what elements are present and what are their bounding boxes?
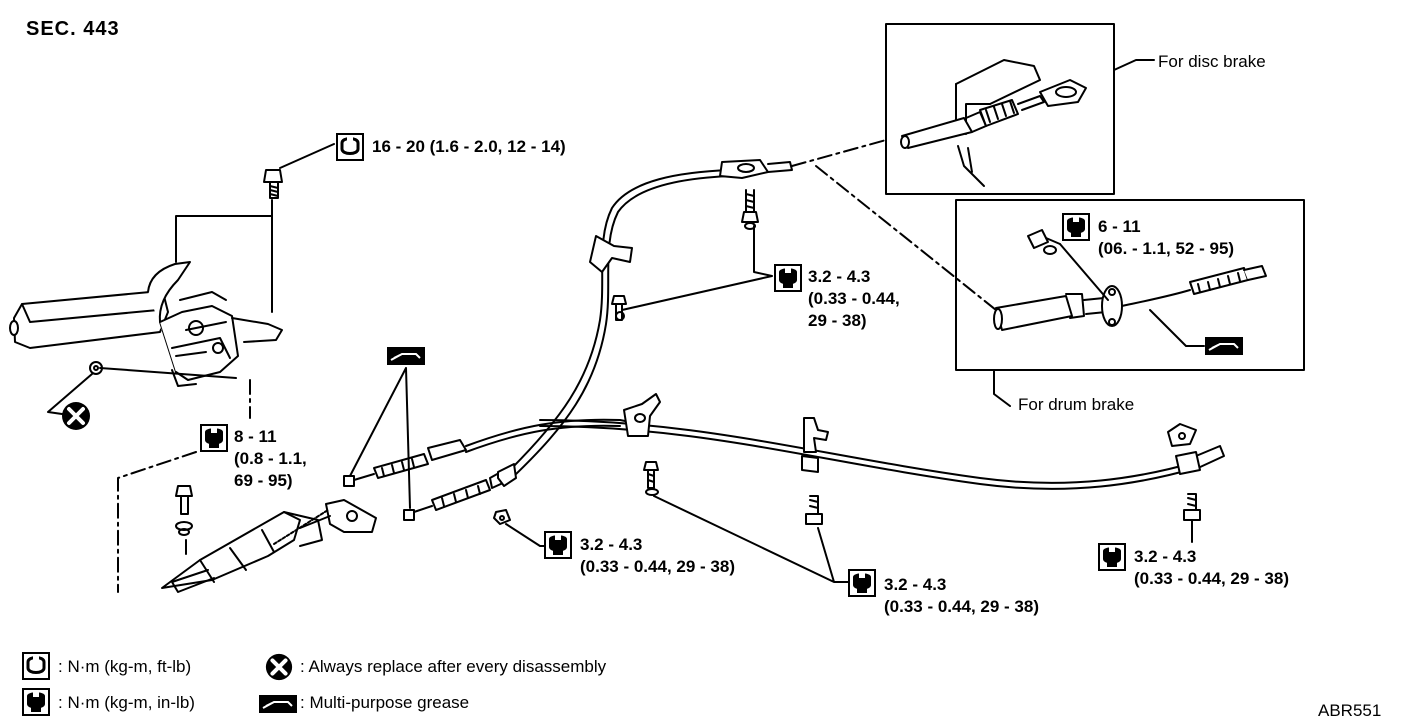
torque-nm-kgm-ftlb-icon — [336, 133, 364, 161]
torque-rear-clamp: 3.2 - 4.3 (0.33 - 0.44, 29 - 38) — [1134, 546, 1289, 590]
torque-line: 3.2 - 4.3 — [580, 535, 643, 554]
torque-lever-bolt: 16 - 20 (1.6 - 2.0, 12 - 14) — [372, 136, 566, 158]
leader-front-nut — [506, 524, 548, 546]
torque-line: 69 - 95) — [234, 471, 293, 490]
torque-middle-clamps: 3.2 - 4.3 (0.33 - 0.44, 29 - 38) — [884, 574, 1039, 618]
parking-brake-lever — [10, 262, 282, 386]
leader-upper-clamp — [622, 226, 772, 310]
torque-drum-backplate: 6 - 11 (06. - 1.1, 52 - 95) — [1098, 216, 1234, 260]
leader-lever-nut — [48, 368, 236, 414]
torque-nm-kgm-inlb-icon — [200, 424, 228, 452]
leader-lever-bolt — [176, 144, 334, 312]
middle-clamp-right — [802, 418, 828, 524]
upper-clamp-bracket — [590, 236, 632, 320]
leader-bracket-dashed — [118, 380, 250, 592]
leader-disc-dashed — [792, 140, 886, 166]
front-cable — [344, 420, 640, 486]
legend-always-replace-icon — [265, 653, 293, 681]
callout-drum-brake: For drum brake — [1018, 395, 1135, 414]
legend-nm-inlb: : N·m (kg-m, in-lb) — [58, 693, 195, 712]
legend-torque-inlb-icon — [22, 688, 50, 716]
torque-nm-kgm-inlb-icon — [848, 569, 876, 597]
torque-bracket-bolt: 8 - 11 (0.8 - 1.1, 69 - 95) — [234, 426, 307, 492]
grease-icon — [1205, 337, 1243, 355]
torque-line: 3.2 - 4.3 — [884, 575, 947, 594]
leader-drum-dashed — [816, 166, 996, 310]
figure-code: ABR551 — [1318, 701, 1382, 720]
rear-cable-lower — [540, 420, 1224, 489]
torque-line: 29 - 38) — [808, 311, 867, 330]
lever-mounting-bolt — [264, 170, 282, 198]
torque-nm-kgm-inlb-icon — [1098, 543, 1126, 571]
torque-nm-kgm-inlb-icon — [544, 531, 572, 559]
leader-middle-clamps — [654, 496, 848, 582]
torque-line: (0.33 - 0.44, 29 - 38) — [884, 597, 1039, 616]
middle-clamp-left — [624, 394, 660, 495]
leader-drum-grease — [1150, 310, 1204, 346]
torque-line: 3.2 - 4.3 — [808, 267, 871, 286]
torque-line: (0.8 - 1.1, — [234, 449, 307, 468]
torque-line: 3.2 - 4.3 — [1134, 547, 1197, 566]
torque-nm-kgm-inlb-icon — [774, 264, 802, 292]
equalizer-bracket — [162, 500, 376, 592]
torque-line: (0.33 - 0.44, 29 - 38) — [1134, 569, 1289, 588]
torque-line: 6 - 11 — [1098, 217, 1141, 236]
torque-line: (06. - 1.1, 52 - 95) — [1098, 239, 1235, 258]
legend-grease: : Multi-purpose grease — [300, 693, 470, 712]
torque-line: (0.33 - 0.44, 29 - 38) — [580, 557, 735, 576]
bracket-bolt — [176, 486, 192, 535]
section-title: SEC. 443 — [26, 18, 120, 40]
torque-line: 8 - 11 — [234, 427, 277, 446]
leader-drum-bolt — [1060, 244, 1108, 300]
legend-grease-icon — [259, 695, 297, 713]
legend-nm-ftlb: : N·m (kg-m, ft-lb) — [58, 657, 192, 676]
upper-cable-bolt — [742, 190, 758, 229]
torque-front-nut: 3.2 - 4.3 (0.33 - 0.44, 29 - 38) — [580, 534, 735, 578]
grease-icon — [387, 347, 425, 365]
callout-disc-brake: For disc brake — [1158, 52, 1266, 71]
legend-replace: : Always replace after every disassembly — [300, 657, 607, 676]
torque-line: (0.33 - 0.44, — [808, 289, 900, 308]
leader-drum-brake — [994, 370, 1010, 406]
leader-grease — [350, 368, 410, 508]
rear-cable-upper — [404, 160, 792, 520]
disc-brake-inset — [886, 24, 1114, 194]
torque-line: 16 - 20 (1.6 - 2.0, 12 - 14) — [372, 137, 566, 156]
legend-torque-ftlb-icon — [22, 652, 50, 680]
leader-disc-brake — [1114, 60, 1154, 70]
drum-brake-inset — [956, 200, 1304, 370]
rear-clamp-bolt — [1184, 494, 1200, 534]
always-replace-icon — [62, 402, 90, 430]
front-cable-nut — [494, 510, 510, 524]
torque-upper-clamp: 3.2 - 4.3 (0.33 - 0.44, 29 - 38) — [808, 266, 900, 332]
torque-nm-kgm-inlb-icon — [1062, 213, 1090, 241]
